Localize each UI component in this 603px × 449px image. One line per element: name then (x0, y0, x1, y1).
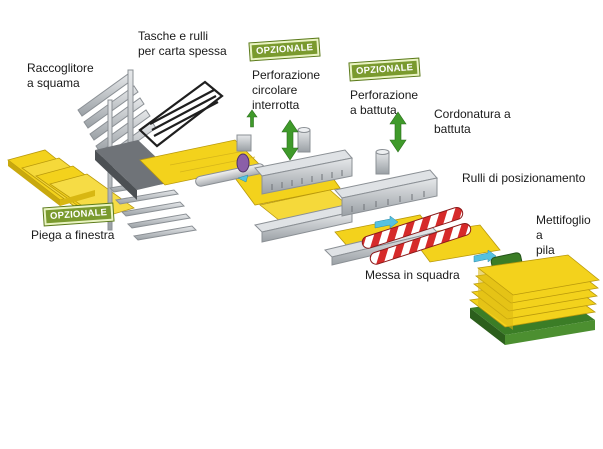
label-squaring: Messa in squadra (365, 268, 460, 282)
shingle-stacker (7, 149, 135, 219)
folding-pockets (77, 69, 224, 241)
label-circular-perforation: Perforazione circolare interrotta (252, 68, 321, 112)
label-strike-perforation: Perforazione a battuta (350, 88, 419, 117)
perforation-roller (195, 134, 265, 187)
label-strike-scoring: Cordonatura a battuta (434, 107, 511, 136)
perforation-die-1 (254, 127, 353, 243)
label-pile-feeder: Mettifoglio a pila (536, 213, 591, 257)
label-positioning-rollers: Rulli di posizionamento (462, 171, 586, 185)
label-shingle-stacker: Raccoglitore a squama (27, 61, 94, 90)
label-window-fold: Piega a finestra (31, 228, 115, 242)
label-pockets-rollers: Tasche e rulli per carta spessa (138, 29, 227, 58)
vertical-motion-arrows (246, 109, 407, 161)
positioning-rollers (361, 206, 472, 265)
squaring-arrows (237, 174, 497, 263)
pile-feeder (469, 254, 600, 345)
